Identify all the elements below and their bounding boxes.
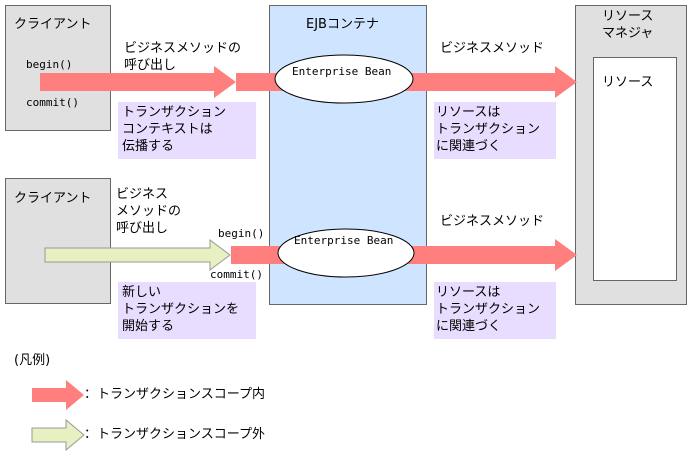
enterprise-bean-2-ellipse — [277, 228, 415, 278]
legend-outside-label: ：トランザクションスコープ外 — [84, 427, 265, 442]
enterprise-bean-2-label: Enterprise Bean — [294, 234, 394, 247]
resource-label: リソース — [602, 75, 654, 90]
resource-box — [593, 57, 677, 281]
resource-note-2 — [434, 282, 556, 339]
client-1-commit: commit() — [26, 96, 79, 109]
row2-method-label: ビジネスメソッド — [440, 214, 545, 229]
row2-resource-2: トランザクション — [436, 302, 541, 317]
row2-new-1: 新しい — [122, 285, 162, 300]
row2-commit: commit() — [210, 268, 263, 281]
legend-title: (凡例) — [14, 353, 51, 368]
row1-call-label-1: ビジネスメソッドの — [124, 41, 242, 56]
row2-call-label-3: 呼び出し — [116, 221, 169, 236]
client-1-title: クライアント — [14, 17, 92, 32]
resource-manager-title-2: マネジャ — [602, 26, 654, 41]
row1-context-2: コンテキストは — [122, 122, 213, 137]
legend-in-arrow — [32, 380, 84, 410]
legend-out-arrow — [31, 418, 85, 452]
row1-call-label-2: 呼び出し — [124, 58, 177, 73]
new-transaction-note — [118, 282, 256, 339]
row2-new-2: トランザクションを — [122, 302, 240, 317]
enterprise-bean-1-ellipse — [274, 54, 414, 104]
legend-inside-label: ：トランザクションスコープ内 — [84, 387, 265, 402]
client-2-box — [5, 178, 111, 304]
client-1-box — [5, 5, 111, 131]
call-arrow-1 — [40, 66, 236, 98]
row1-method-label: ビジネスメソッド — [440, 41, 545, 56]
context-note — [118, 102, 256, 159]
resource-note-1 — [434, 102, 556, 159]
row2-begin: begin() — [218, 227, 265, 240]
enterprise-bean-1-label: Enterprise Bean — [292, 65, 392, 78]
row1-resource-1: リソースは — [436, 105, 501, 120]
row2-resource-3: に関連づく — [436, 319, 502, 334]
row2-new-3: 開始する — [122, 319, 175, 334]
row2-resource-1: リソースは — [436, 285, 501, 300]
row1-resource-3: に関連づく — [436, 139, 502, 154]
resource-manager-title-1: リソース — [602, 9, 654, 24]
row2-call-label-1: ビジネス — [116, 187, 169, 202]
row1-context-1: トランザクション — [122, 105, 227, 120]
client-1-begin: begin() — [26, 58, 73, 71]
row1-resource-2: トランザクション — [436, 122, 541, 137]
client-2-title: クライアント — [14, 191, 92, 206]
row2-call-label-2: メソッドの — [116, 204, 182, 219]
row1-context-3: 伝播する — [122, 139, 175, 154]
call-arrow-2 — [44, 239, 231, 271]
ejb-container-title: EJBコンテナ — [306, 17, 379, 32]
